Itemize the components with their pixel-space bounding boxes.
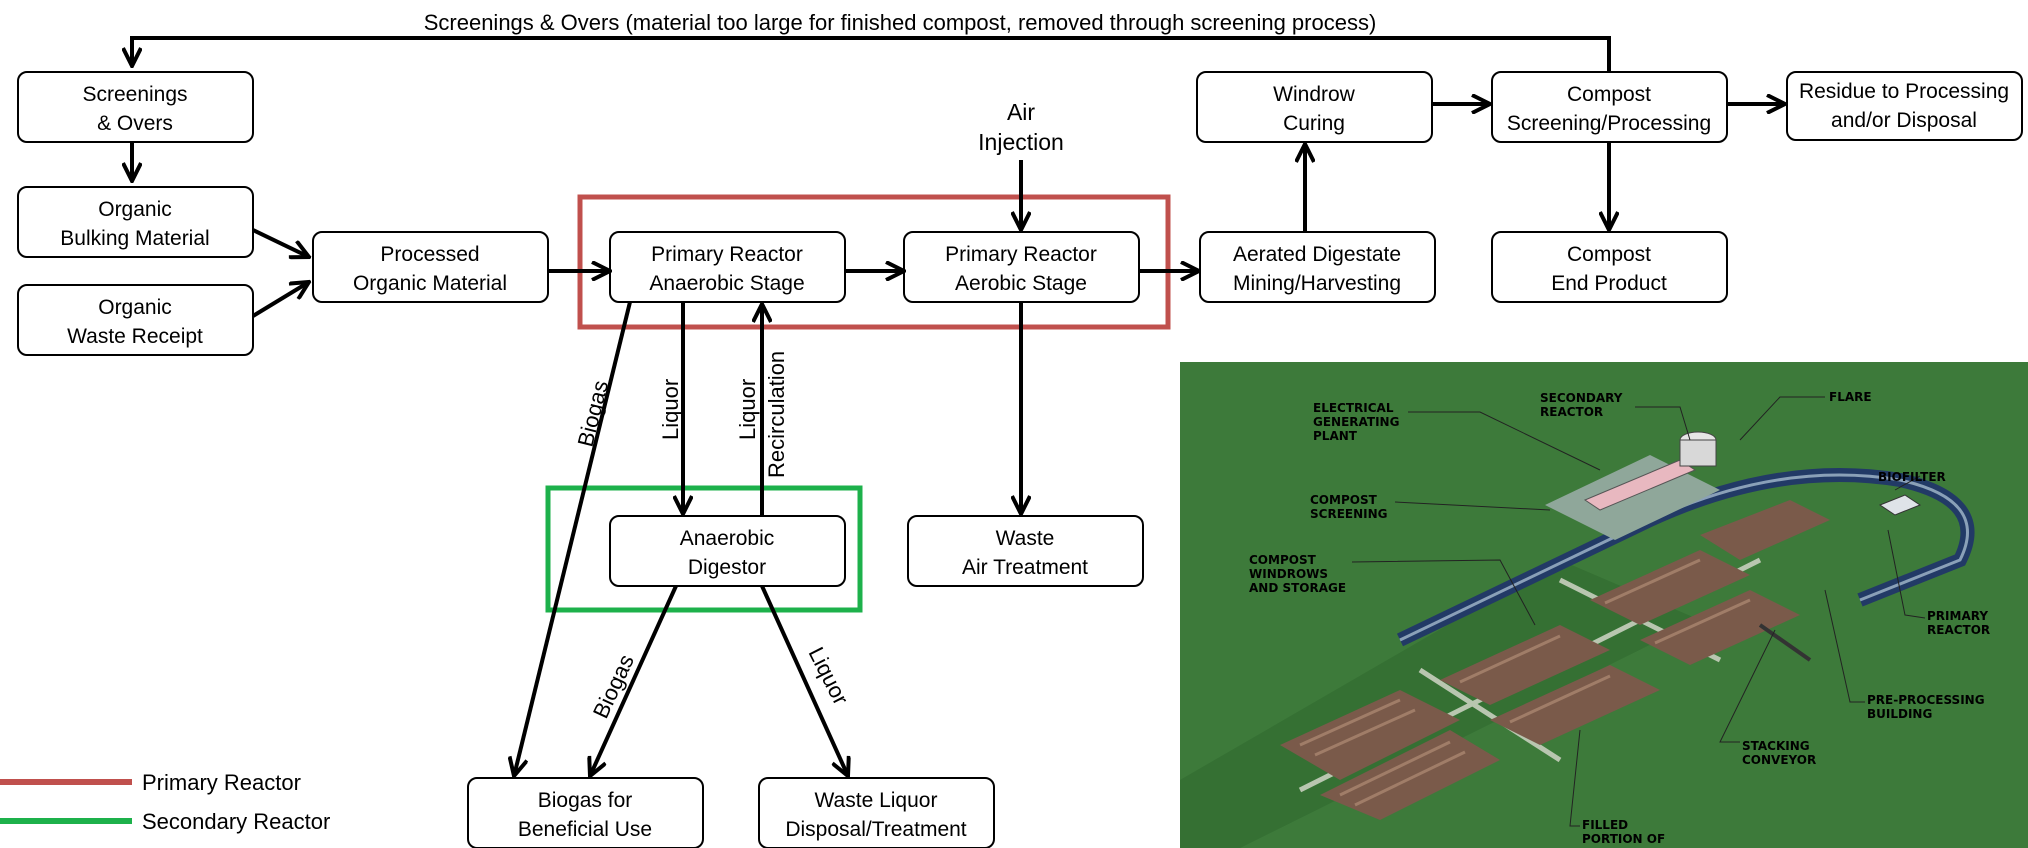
box-waste-liquor-line2: Disposal/Treatment [785, 818, 966, 841]
box-waste-air-line2: Air Treatment [962, 556, 1088, 579]
aerial-label-stacking: STACKING [1742, 739, 1810, 753]
aerial-label-filled: FILLED [1582, 818, 1628, 832]
box-waste-receipt-line1: Organic [98, 296, 172, 319]
box-bulking-line1: Organic [98, 198, 172, 221]
box-processed-line1: Processed [380, 243, 479, 266]
box-residue-line1: Residue to Processing [1799, 80, 2009, 103]
box-windrow-line2: Curing [1283, 112, 1345, 135]
arrow-digestor-biogas [590, 585, 678, 776]
box-digestor-line1: Anaerobic [680, 527, 775, 550]
box-waste-air-line1: Waste [996, 527, 1055, 550]
box-anaerobic-digestor: Anaerobic Digestor [609, 515, 846, 587]
box-compost-screening-line1: Compost [1567, 83, 1651, 106]
arrow-digestor-liquor [760, 585, 848, 776]
arrow-biogas-to-use [514, 301, 632, 776]
box-bulking-line2: Bulking Material [60, 227, 209, 250]
box-compost-end-line2: End Product [1551, 272, 1667, 295]
aerial-label-portion: PORTION OF [1582, 832, 1665, 846]
box-processed-line2: Organic Material [353, 272, 507, 295]
aerial-label-conveyor: CONVEYOR [1742, 753, 1816, 767]
box-waste-liquor-line1: Waste Liquor [815, 789, 938, 812]
box-aerobic-stage: Primary Reactor Aerobic Stage [903, 231, 1140, 303]
legend: Primary Reactor Secondary Reactor [0, 770, 330, 834]
edge-label-recirculation: Recirculation [764, 351, 789, 478]
box-digestor-line2: Digestor [688, 556, 766, 579]
aerial-label-electrical: ELECTRICAL [1313, 401, 1394, 415]
box-waste-liquor: Waste Liquor Disposal/Treatment [758, 777, 995, 848]
aerial-label-compost-2: COMPOST [1249, 553, 1317, 567]
box-aerobic-stage-line2: Aerobic Stage [955, 272, 1087, 295]
box-compost-screening: Compost Screening/Processing [1491, 71, 1728, 143]
arrow-bulking-to-processed [252, 228, 309, 257]
screenings-return-arrow [132, 36, 1611, 72]
box-screenings-line2: & Overs [97, 112, 173, 135]
edge-label-liquor: Liquor [658, 379, 683, 440]
air-injection-line2: Injection [978, 129, 1064, 155]
legend-secondary-label: Secondary Reactor [142, 809, 330, 834]
box-residue: Residue to Processing and/or Disposal [1786, 71, 2023, 141]
aerial-label-storage: AND STORAGE [1249, 581, 1346, 595]
arrow-receipt-to-processed [251, 282, 309, 318]
box-biogas-use-line2: Beneficial Use [518, 818, 652, 841]
box-anaerobic-stage: Primary Reactor Anaerobic Stage [609, 231, 846, 303]
box-aerated-line1: Aerated Digestate [1233, 243, 1401, 266]
secondary-reactor-highlight [545, 485, 863, 613]
aerial-label-biofilter: BIOFILTER [1878, 470, 1946, 484]
box-bulking-material: Organic Bulking Material [17, 186, 254, 258]
aerial-label-screening: SCREENING [1310, 507, 1387, 521]
aerial-label-primary-reactor: REACTOR [1927, 623, 1990, 637]
box-biogas-use-line1: Biogas for [538, 789, 633, 812]
aerial-label-building: BUILDING [1867, 707, 1932, 721]
aerial-label-reactor: REACTOR [1540, 405, 1603, 419]
box-screenings: Screenings & Overs [17, 71, 254, 143]
aerial-label-primary: PRIMARY [1927, 609, 1988, 623]
box-anaerobic-stage-line2: Anaerobic Stage [649, 272, 804, 295]
box-anaerobic-stage-line1: Primary Reactor [651, 243, 803, 266]
box-compost-end-line1: Compost [1567, 243, 1651, 266]
legend-primary-label: Primary Reactor [142, 770, 301, 795]
box-compost-end-product: Compost End Product [1491, 231, 1728, 303]
edge-label-liquor-recirc: Liquor [735, 379, 760, 440]
box-windrow-curing: Windrow Curing [1196, 71, 1433, 143]
box-residue-line2: and/or Disposal [1831, 109, 1977, 132]
box-windrow-line1: Windrow [1273, 83, 1356, 106]
box-aerated-line2: Mining/Harvesting [1233, 272, 1401, 295]
box-screenings-line1: Screenings [82, 83, 187, 106]
air-injection-line1: Air [1007, 99, 1035, 125]
facility-aerial-illustration: ELECTRICAL GENERATING PLANT SECONDARY RE… [1180, 362, 2028, 848]
aerial-label-generating: GENERATING [1313, 415, 1399, 429]
edge-label-biogas: Biogas [573, 378, 614, 449]
aerial-label-preprocessing: PRE-PROCESSING [1867, 693, 1985, 707]
box-compost-screening-line2: Screening/Processing [1507, 112, 1711, 135]
aerial-label-compost-1: COMPOST [1310, 493, 1378, 507]
aerial-label-secondary: SECONDARY [1540, 391, 1623, 405]
aerial-label-windrows: WINDROWS [1249, 567, 1328, 581]
box-processed-material: Processed Organic Material [312, 231, 549, 303]
box-biogas-beneficial-use: Biogas for Beneficial Use [467, 777, 704, 848]
box-waste-receipt: Organic Waste Receipt [17, 284, 254, 356]
top-label: Screenings & Overs (material too large f… [424, 10, 1377, 35]
box-waste-air-treatment: Waste Air Treatment [907, 515, 1144, 587]
box-aerobic-stage-line1: Primary Reactor [945, 243, 1097, 266]
box-aerated-digestate: Aerated Digestate Mining/Harvesting [1199, 231, 1436, 303]
aerial-label-flare: FLARE [1829, 390, 1872, 404]
box-waste-receipt-line2: Waste Receipt [67, 325, 203, 348]
aerial-label-plant: PLANT [1313, 429, 1358, 443]
primary-reactor-highlight [577, 194, 1171, 330]
